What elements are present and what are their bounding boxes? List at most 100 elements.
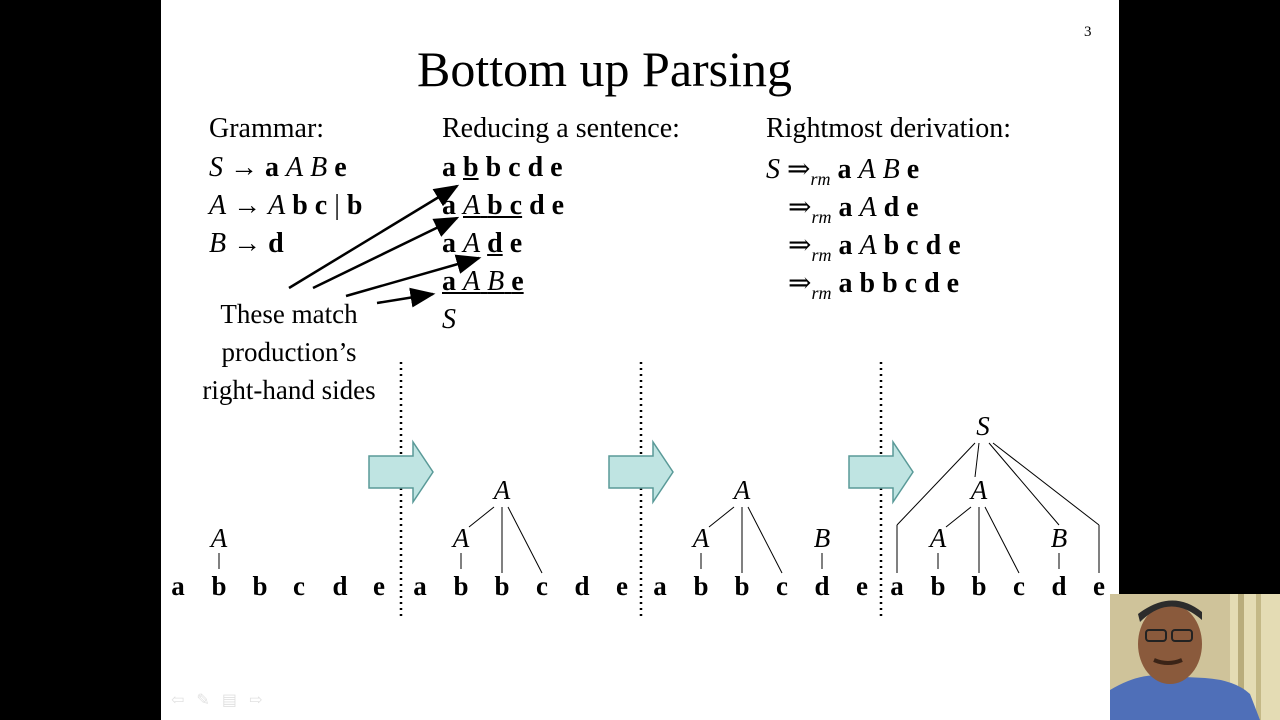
derivation-symbol: e [946, 268, 960, 299]
derivation-symbol: d [924, 268, 940, 299]
tree-token-e: e [1093, 571, 1105, 601]
tree-edge [708, 506, 735, 528]
step-arrow-icon [848, 439, 914, 505]
derivation-symbol: a [838, 230, 853, 261]
tree-node-A: A [492, 475, 511, 505]
tree-token-a: a [890, 571, 904, 601]
tree-token-a: a [413, 571, 427, 601]
tree-node-A: A [451, 523, 470, 553]
tree-node-S: S [976, 411, 990, 441]
derivation-symbol: d [925, 230, 942, 261]
tree-token-c: c [1013, 571, 1025, 601]
grammar-rule-a: A → A b c | b [209, 190, 363, 221]
tree-node-A: A [969, 475, 988, 505]
tree-node-A: A [732, 475, 751, 505]
tree-token-e: e [616, 571, 628, 601]
tree-token-b: b [252, 571, 267, 601]
tree-token-b: b [453, 571, 468, 601]
tree-node-A: A [209, 523, 228, 553]
page-number: 3 [1084, 24, 1092, 40]
tree-edge [945, 506, 972, 528]
step-arrow-icon [608, 439, 674, 505]
note-line-1: These match [220, 299, 358, 329]
tree-token-a: a [171, 571, 185, 601]
tree-token-d: d [332, 571, 347, 601]
tree-token-b: b [211, 571, 226, 601]
derivation-symbol: e [906, 192, 919, 223]
tree-token-d: d [814, 571, 829, 601]
derivation-symbol: A [859, 192, 877, 223]
derivation-line-3: ⇒rm a A b c d e [788, 230, 961, 265]
tree-token-a: a [653, 571, 667, 601]
grammar-rule-s: S → a A B e [209, 152, 347, 183]
derivation-symbol: A [859, 230, 877, 261]
derivation-line-2: ⇒rm a A d e [788, 192, 919, 227]
tree-edge [896, 442, 976, 526]
derivation-symbol: c [904, 268, 918, 299]
tree-token-b: b [930, 571, 945, 601]
tree-token-b: b [734, 571, 749, 601]
tree-token-d: d [574, 571, 589, 601]
tree-edge [747, 506, 783, 574]
derivation-line-4: ⇒rm a b b c d e [788, 268, 960, 303]
note-line-2: production’s [221, 337, 357, 367]
pointer-arrows [288, 184, 482, 308]
reducing-heading: Reducing a sentence: [442, 113, 680, 144]
pointer-arrow-1 [288, 184, 460, 290]
tree-node-A: A [928, 523, 947, 553]
derivation-symbol: B [882, 154, 900, 185]
reducing-line-5: S [442, 304, 456, 335]
slide: 3 Bottom up Parsing Grammar: S → a A B e… [161, 0, 1119, 720]
tree-token-c: c [536, 571, 548, 601]
slide-title: Bottom up Parsing [417, 41, 793, 97]
rightmost-heading: Rightmost derivation: [766, 113, 1011, 144]
tree-token-d: d [1051, 571, 1066, 601]
derivation-symbol: e [948, 230, 961, 261]
tree-token-e: e [856, 571, 868, 601]
note-line-3: right-hand sides [202, 375, 376, 405]
tree-edge [468, 506, 495, 528]
forward-arrow-icon[interactable]: ⇨ [248, 692, 263, 709]
tree-token-b: b [494, 571, 509, 601]
presenter-video-image [1110, 594, 1280, 720]
derivation-symbol: d [883, 192, 900, 223]
tree-token-c: c [776, 571, 788, 601]
step-arrow-icon [368, 439, 434, 505]
tree-token-e: e [373, 571, 385, 601]
slideshow-controls: ⇦ ✎ ▤ ⇨ [171, 690, 262, 710]
match-note: These match production’s right-hand side… [179, 295, 399, 409]
tree-edge [992, 442, 1100, 526]
derivation-line-1: S ⇒rm a A B e [766, 154, 920, 189]
tree-token-c: c [293, 571, 305, 601]
derivation-symbol: A [858, 154, 876, 185]
derivation-symbol: a [838, 192, 853, 223]
derivation-symbol: b [859, 268, 876, 299]
pen-icon[interactable]: ✎ [196, 692, 210, 709]
derivation-symbol: a [838, 268, 853, 299]
derivation-symbol: b [883, 230, 900, 261]
derivation-symbol: a [837, 154, 852, 185]
grammar-heading: Grammar: [209, 113, 325, 144]
tree-node-B: B [1051, 523, 1068, 553]
tree-edge [974, 442, 980, 478]
reducing-line-3: a A d e [442, 228, 523, 259]
back-arrow-icon[interactable]: ⇦ [171, 692, 185, 709]
tree-node-B: B [814, 523, 831, 553]
tree-token-b: b [693, 571, 708, 601]
pointer-arrow-3 [345, 254, 482, 298]
pointer-arrow-4 [376, 287, 436, 308]
tree-edge [507, 506, 543, 574]
presenter-webcam [1110, 594, 1280, 720]
grammar-rule-b: B → d [209, 228, 284, 259]
derivation-symbol: c [906, 230, 919, 261]
reducing-line-1: a b b c d e [442, 152, 563, 183]
tree-token-b: b [971, 571, 986, 601]
pointer-arrow-2 [312, 216, 460, 290]
derivation-symbol: e [906, 154, 920, 185]
tree-edge [984, 506, 1020, 574]
derivation-symbol: b [882, 268, 898, 299]
tree-node-A: A [691, 523, 710, 553]
menu-icon[interactable]: ▤ [221, 692, 237, 709]
tree-edge [988, 442, 1060, 526]
